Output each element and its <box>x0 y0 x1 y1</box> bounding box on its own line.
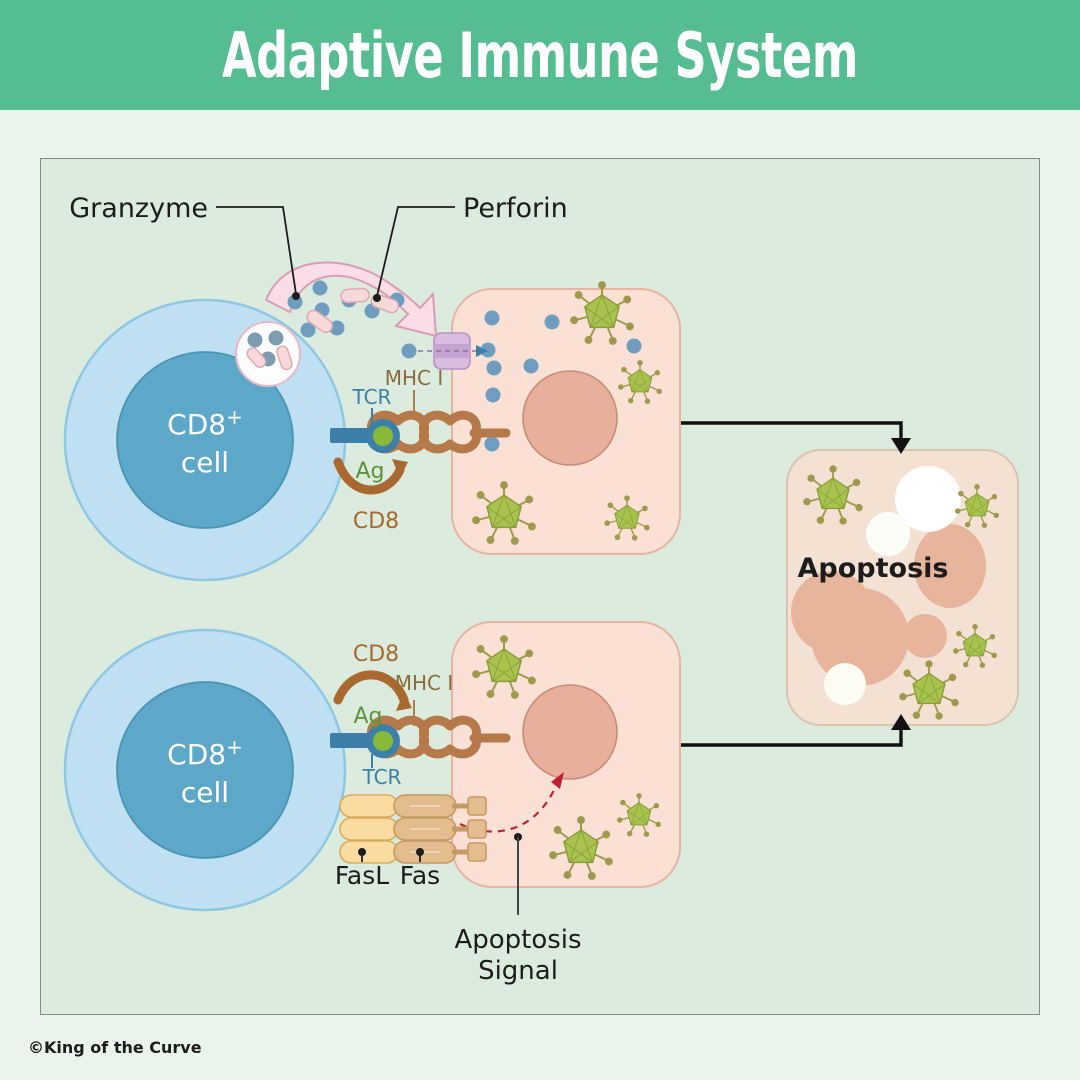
tcr-label-top: TCR <box>352 385 392 409</box>
tcr-mhc-complex-top: TCR MHC I Ag CD8 <box>330 366 506 534</box>
copyright-notice: ©King of the Curve <box>28 1038 202 1057</box>
apoptotic-blebs <box>791 524 986 686</box>
cd8-cell-bottom: CD8+ cell <box>63 628 347 912</box>
infected-cell-nucleus-top <box>522 370 618 466</box>
fasl-fas-complex: FasL Fas <box>335 794 487 890</box>
fasl-bars <box>339 794 399 864</box>
fasl-label: FasL <box>335 861 389 890</box>
perforin-leader-dot <box>373 294 381 302</box>
antigen-top <box>373 426 393 446</box>
pathway-connectors <box>681 421 903 747</box>
apoptotic-cell: Apoptosis <box>786 449 1019 726</box>
cd8-label-top: CD8 <box>353 509 399 534</box>
apoptosis-signal-label-line2: Signal <box>478 956 558 986</box>
cd8-cell-nucleus-top <box>116 351 294 529</box>
cd8-label-bottom: CD8 <box>353 642 399 667</box>
apoptotic-vacuoles <box>824 466 961 705</box>
granzyme-label: Granzyme <box>69 193 208 224</box>
infected-cell-nucleus-bottom <box>522 684 618 780</box>
cd8-coreceptor-top <box>333 457 405 495</box>
infected-cell-top <box>451 280 681 555</box>
tcr-mhc-complex-bottom: CD8 MHC I Ag TCR <box>330 642 506 789</box>
mhc1-label-top: MHC I <box>385 366 444 390</box>
fas-label: Fas <box>400 861 440 890</box>
title-banner: Adaptive Immune System <box>0 0 1080 110</box>
apoptosis-cell-label: Apoptosis <box>798 553 949 584</box>
mhc1-label-bottom: MHC I <box>395 671 454 695</box>
connector-arrowhead-bottom <box>891 714 911 730</box>
perforin-pore <box>401 332 488 370</box>
tcr-receptor-bottom <box>330 733 372 748</box>
antigen-bottom <box>373 731 393 751</box>
granzyme-leader-dot <box>292 292 300 300</box>
antigen-label-top: Ag <box>355 459 384 484</box>
perforin-label: Perforin <box>463 193 568 224</box>
granule-release-arrow <box>264 261 438 338</box>
cytotoxic-granule-vesicle <box>235 321 301 387</box>
tcr-receptor-top <box>330 428 372 443</box>
connector-arrowhead-top <box>891 438 911 454</box>
cd8-cell-label-top: CD8+ <box>167 405 243 441</box>
cd8-cell-nucleus-bottom <box>116 681 294 859</box>
cd8-cell-top: CD8+ cell <box>63 298 347 582</box>
cd8-coreceptor-bottom <box>333 670 409 705</box>
fas-bars <box>393 794 487 864</box>
cd8-cell-label-bottom: CD8+ <box>167 735 243 771</box>
infected-cell-bottom <box>451 621 681 915</box>
callout-leaders-top <box>216 206 455 297</box>
svg-text:cell: cell <box>181 776 229 809</box>
granzyme-dots-top <box>480 310 642 452</box>
antigen-label-bottom: Ag <box>353 704 382 729</box>
apoptosis-signal-label-line1: Apoptosis <box>454 925 581 955</box>
tcr-label-bottom: TCR <box>362 765 402 789</box>
page-title: Adaptive Immune System <box>221 18 859 92</box>
apoptosis-signal-arrow <box>459 772 564 915</box>
svg-text:cell: cell <box>181 446 229 479</box>
